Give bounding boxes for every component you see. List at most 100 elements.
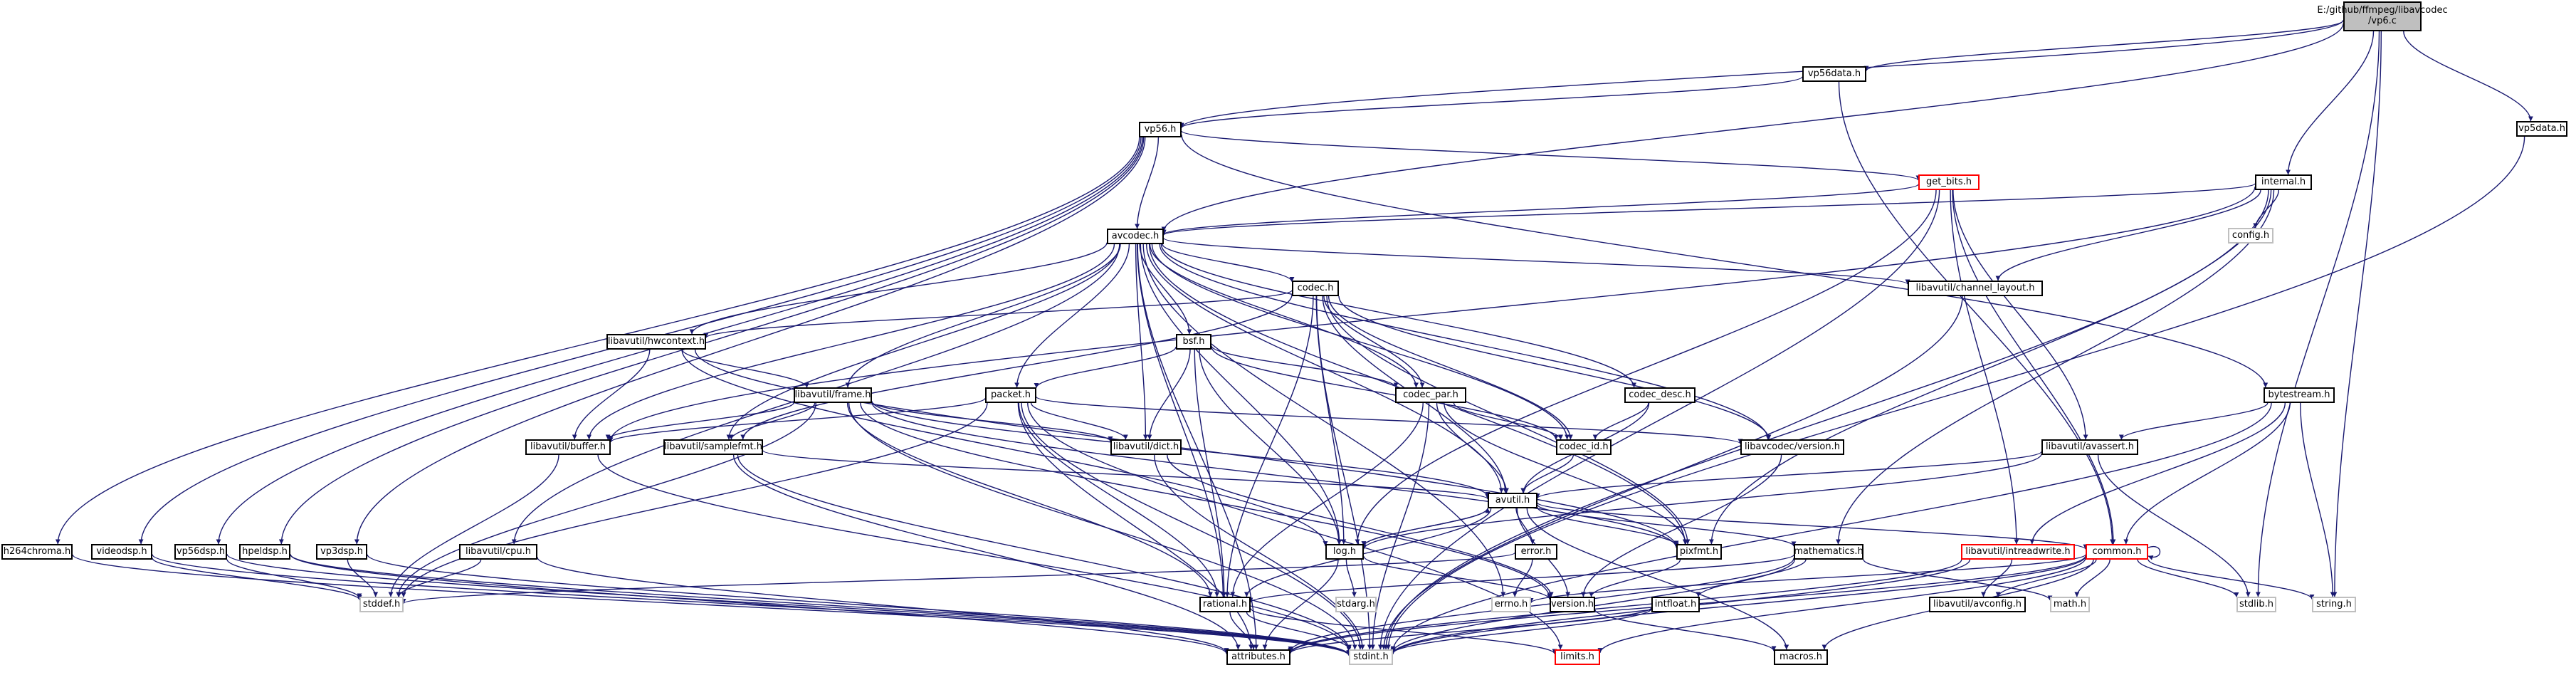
node-common-h[interactable]: common.h xyxy=(2086,544,2148,560)
node-hwcontext-h[interactable]: libavutil/hwcontext.h xyxy=(606,334,706,350)
edge-frame_h-to-samplefmt_h xyxy=(728,402,816,440)
edge-internal_h-to-avcodec_h xyxy=(1161,183,2256,236)
node-h264chroma-h[interactable]: h264chroma.h xyxy=(1,544,73,560)
node-vp56data-h[interactable]: vp56data.h xyxy=(1802,66,1866,82)
dependency-edges xyxy=(55,19,2533,656)
node-bytestream-h[interactable]: bytestream.h xyxy=(2264,387,2335,403)
node-videodsp-h[interactable]: videodsp.h xyxy=(91,544,152,560)
edge-vp56_h-to-h264chroma_h xyxy=(55,137,1140,545)
edge-avutil_h-to-common_h xyxy=(1537,502,2088,550)
node-vp56-h[interactable]: vp56.h xyxy=(1139,122,1182,137)
node-rational-h[interactable]: rational.h xyxy=(1199,597,1251,612)
edge-vp56data_h-to-vp56_h xyxy=(1179,76,1803,129)
edge-avutil_h-to-pixfmt_h xyxy=(1537,507,1679,546)
node-cpu-h[interactable]: libavutil/cpu.h xyxy=(459,544,537,560)
edge-samplefmt_h-to-attributes_h xyxy=(732,454,1241,650)
node-codec-desc-h[interactable]: codec_desc.h xyxy=(1624,387,1696,403)
node-error-h[interactable]: error.h xyxy=(1515,544,1557,560)
edge-avcodec_h-to-codec_id_h xyxy=(1151,244,1570,440)
edge-bsf_h-to-dict_h xyxy=(1147,349,1191,440)
edge-bsf_h-to-codec_par_h xyxy=(1211,345,1399,388)
edge-cpu_h-to-attributes_h xyxy=(537,557,1229,654)
edge-vp56dsp_h-to-stddef_h xyxy=(226,559,362,599)
edge-avcodec_h-to-codec_h xyxy=(1162,244,1295,282)
node-root[interactable]: E:/github/ffmpeg/libavcodec /vp6.c xyxy=(2317,1,2448,31)
edge-frame_h-to-stdint_h xyxy=(848,402,1357,650)
node-macros-h[interactable]: macros.h xyxy=(1774,649,1828,665)
edge-bytestream_h-to-avassert_h xyxy=(2118,402,2269,440)
edge-channel_layout_h-to-stdint_h xyxy=(1381,295,1963,650)
node-config-h: config.h xyxy=(2228,228,2273,244)
edge-mathematics_h-to-math_h xyxy=(1863,559,2053,601)
node-stdarg-h: stdarg.h xyxy=(1335,597,1377,612)
edge-buffer_h-to-stddef_h xyxy=(388,454,559,597)
edge-codec_id_h-to-avutil_h xyxy=(1520,454,1574,493)
node-packet-h[interactable]: packet.h xyxy=(985,387,1036,403)
node-errno-h: errno.h xyxy=(1491,597,1531,612)
edge-bytestream_h-to-intreadwrite_h xyxy=(2029,402,2286,545)
node-dict-h[interactable]: libavutil/dict.h xyxy=(1110,439,1182,455)
edge-vp56_h-to-avcodec_h xyxy=(1135,137,1160,229)
edge-internal_h-to-stdint_h xyxy=(1383,189,2269,650)
node-hpeldsp-h[interactable]: hpeldsp.h xyxy=(239,544,290,560)
node-attributes-h[interactable]: attributes.h xyxy=(1226,649,1290,665)
edge-avcodec_h-to-buffer_h xyxy=(587,244,1115,440)
edge-vp3dsp_h-to-stddef_h xyxy=(347,559,379,597)
edge-avcodec_h-to-log_h xyxy=(1140,244,1342,545)
edge-codec_h-to-rational_h xyxy=(1224,295,1314,597)
edge-vp56_h-to-bytestream_h xyxy=(1181,134,2269,388)
node-log-h[interactable]: log.h xyxy=(1325,544,1364,560)
edge-get_bits_h-to-common_h xyxy=(1952,189,2116,545)
edge-get_bits_h-to-log_h xyxy=(1355,189,1937,545)
edge-common_h-to-limits_h xyxy=(1597,558,2086,654)
edge-dict_h-to-stdint_h xyxy=(1154,454,1365,650)
node-intreadwrite-h[interactable]: libavutil/intreadwrite.h xyxy=(1961,544,2075,560)
edge-packet_h-to-stdint_h xyxy=(1021,402,1363,650)
node-avcodec-h[interactable]: avcodec.h xyxy=(1107,229,1164,244)
node-codec-par-h[interactable]: codec_par.h xyxy=(1395,387,1466,403)
edge-codec_h-to-codec_par_h xyxy=(1323,295,1425,388)
node-frame-h[interactable]: libavutil/frame.h xyxy=(794,387,872,403)
node-buffer-h[interactable]: libavutil/buffer.h xyxy=(525,439,611,455)
edge-intfloat_h-to-stdint_h xyxy=(1390,608,1652,654)
edge-bsf_h-to-packet_h xyxy=(1034,346,1177,388)
node-codec-id-h[interactable]: codec_id.h xyxy=(1556,439,1612,455)
node-pixfmt-h[interactable]: pixfmt.h xyxy=(1676,544,1722,560)
edge-avcodec_h-to-frame_h xyxy=(845,244,1121,388)
edge-vp5data_h-to-stdint_h xyxy=(1385,136,2525,650)
node-internal-h[interactable]: internal.h xyxy=(2255,174,2312,190)
node-intfloat-h[interactable]: intfloat.h xyxy=(1651,597,1700,612)
node-version-h[interactable]: version.h xyxy=(1550,597,1595,612)
edge-h264chroma_h-to-stdint_h xyxy=(72,554,1352,656)
edge-hpeldsp_h-to-stdint_h xyxy=(290,554,1352,656)
node-limits-h[interactable]: limits.h xyxy=(1555,649,1600,665)
node-avassert-h[interactable]: libavutil/avassert.h xyxy=(2041,439,2138,455)
edge-videodsp_h-to-stddef_h xyxy=(152,558,362,601)
node-avutil-h[interactable]: avutil.h xyxy=(1488,493,1537,508)
edge-packet_h-to-attributes_h xyxy=(1017,402,1254,650)
node-get-bits-h[interactable]: get_bits.h xyxy=(1918,174,1980,190)
node-bsf-h[interactable]: bsf.h xyxy=(1176,334,1211,350)
node-vp3dsp-h[interactable]: vp3dsp.h xyxy=(316,544,367,560)
node-vp5data-h[interactable]: vp5data.h xyxy=(2516,121,2567,137)
edge-bytestream_h-to-common_h xyxy=(2123,402,2291,545)
edge-bsf_h-to-rational_h xyxy=(1194,349,1227,597)
node-channel-layout-h[interactable]: libavutil/channel_layout.h xyxy=(1908,281,2043,296)
edge-internal_h-to-channel_layout_h xyxy=(1995,189,2261,281)
edge-root-to-stdlib_h xyxy=(2255,31,2380,597)
edge-frame_h-to-pixfmt_h xyxy=(871,402,1679,548)
edge-avutil_h-to-mathematics_h xyxy=(1537,504,1797,547)
edge-buffer_h-to-stdint_h xyxy=(597,454,1352,652)
node-samplefmt-h[interactable]: libavutil/samplefmt.h xyxy=(663,439,763,455)
node-vp56dsp-h[interactable]: vp56dsp.h xyxy=(174,544,227,560)
node-mathematics-h[interactable]: mathematics.h xyxy=(1794,544,1863,560)
node-avconfig-h[interactable]: libavutil/avconfig.h xyxy=(1929,597,2026,612)
edge-frame_h-to-version_h xyxy=(860,402,1552,599)
node-avcodec-version-h[interactable]: libavcodec/version.h xyxy=(1740,439,1844,455)
node-codec-h[interactable]: codec.h xyxy=(1292,281,1339,296)
edge-root-to-internal_h xyxy=(2286,31,2375,175)
edge-avcodec_h-to-errno_h xyxy=(1142,244,1506,597)
edge-common_h-to-math_h xyxy=(2074,559,2110,597)
edge-avcodec_h-to-avcodec_version_h xyxy=(1159,244,1771,440)
